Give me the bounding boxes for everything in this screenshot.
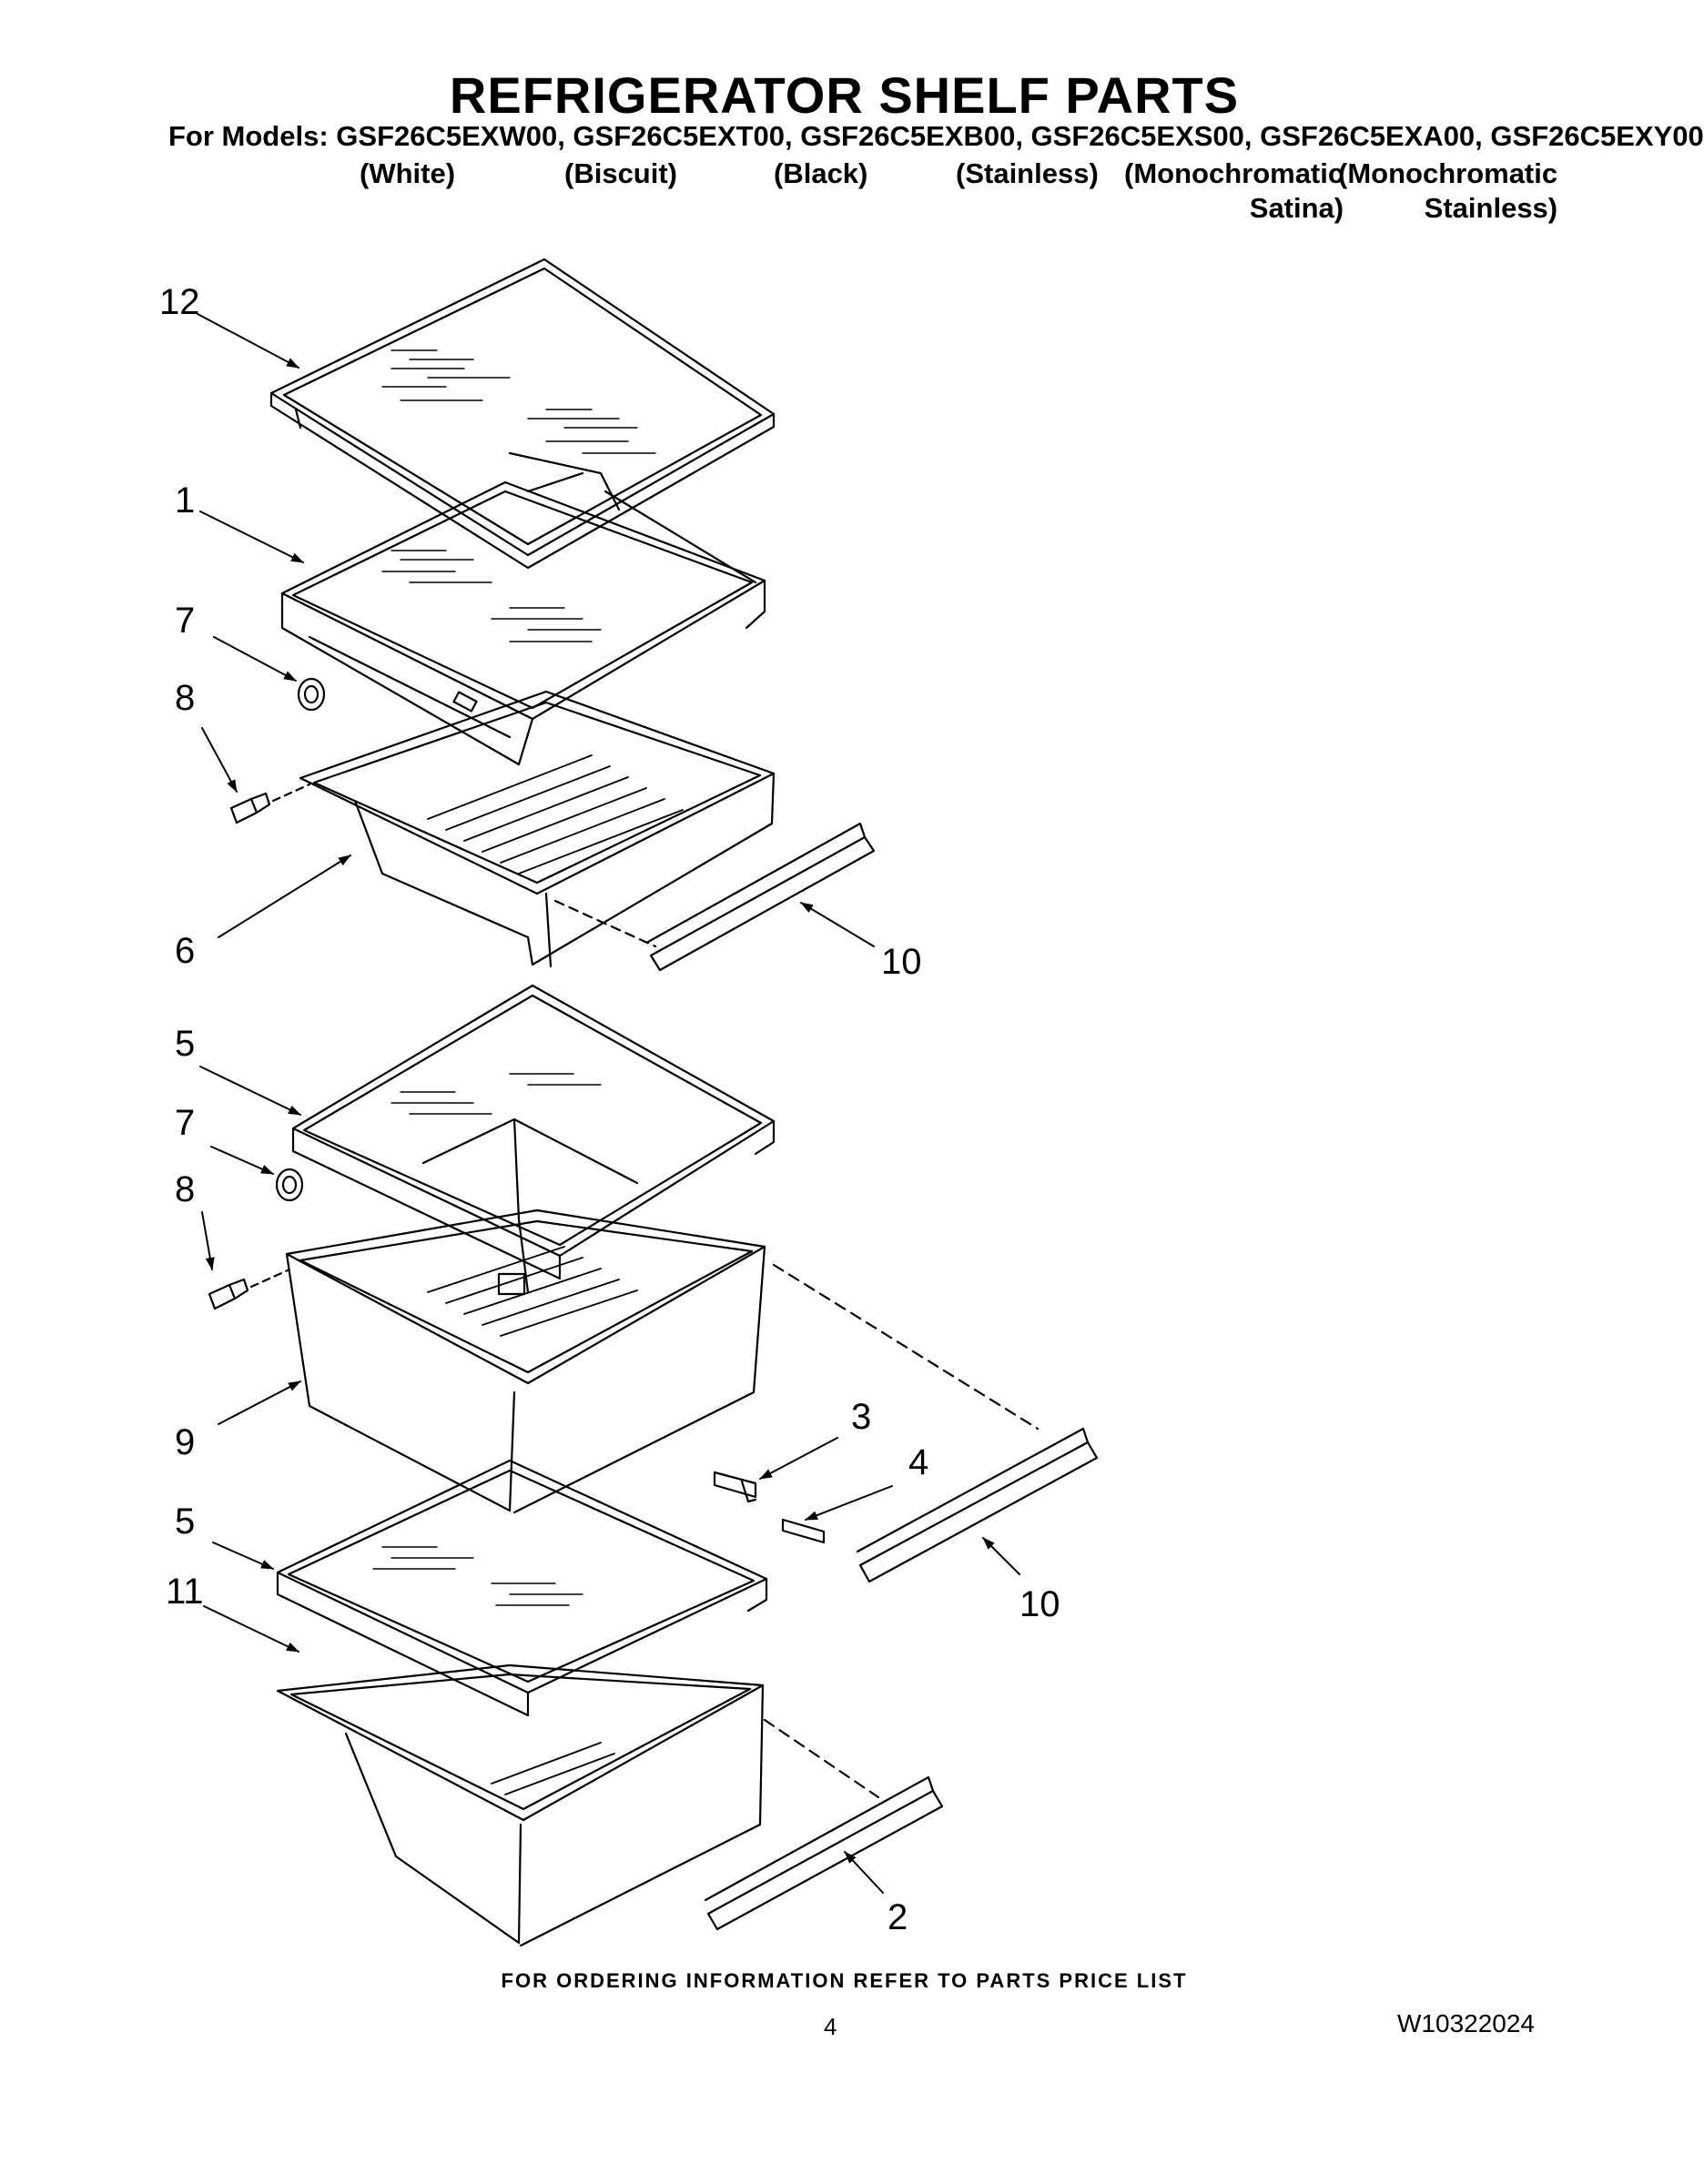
shelf-part-5-lower (276, 1459, 768, 1717)
callout-5-lower: 5 (175, 1502, 195, 1542)
callout-7-lower: 7 (175, 1103, 195, 1143)
trim-part-10-lower (856, 1427, 1099, 1583)
leader-lines (197, 313, 1020, 1894)
bearing-part-7-lower (275, 1168, 304, 1202)
callout-4: 4 (908, 1442, 928, 1482)
callout-11: 11 (166, 1572, 204, 1612)
callout-2: 2 (888, 1897, 908, 1937)
callout-12: 12 (159, 282, 200, 322)
callout-8-upper: 8 (175, 678, 195, 718)
drawer-part-9 (285, 1208, 1040, 1514)
trim-part-10-upper (646, 822, 876, 972)
callout-5-upper: 5 (175, 1024, 195, 1064)
shelf-part-5-upper (291, 984, 776, 1296)
callout-10-upper: 10 (881, 942, 922, 982)
callout-8-lower: 8 (175, 1169, 195, 1209)
page-title: REFRIGERATOR SHELF PARTS (449, 66, 1240, 124)
page-number: 4 (824, 2013, 837, 2040)
pin-part-8-upper (229, 783, 311, 824)
callout-9: 9 (175, 1422, 195, 1462)
drawer-part-6 (299, 690, 776, 968)
variant-black: (Black) (774, 157, 868, 189)
pin-part-8-lower (208, 1269, 289, 1310)
variant-stainless: (Stainless) (956, 157, 1099, 189)
shelf-part-12 (269, 258, 776, 570)
clip-part-3 (713, 1471, 757, 1503)
variant-white: (White) (360, 157, 456, 189)
models-line: For Models: GSF26C5EXW00, GSF26C5EXT00, … (168, 120, 1704, 152)
shelf-part-1 (280, 451, 766, 766)
callout-10-lower: 10 (1019, 1584, 1060, 1624)
callout-6: 6 (175, 931, 195, 971)
callout-1: 1 (175, 480, 195, 521)
document-number: W10322024 (1397, 2009, 1536, 2037)
drawer-part-11 (276, 1663, 880, 1947)
callout-7-upper: 7 (175, 601, 195, 641)
bearing-part-7-upper (297, 677, 326, 712)
variant-biscuit: (Biscuit) (564, 157, 677, 189)
ordering-note: FOR ORDERING INFORMATION REFER TO PARTS … (501, 1969, 1188, 1992)
callout-3: 3 (851, 1397, 871, 1437)
clip-part-4 (781, 1518, 826, 1544)
trim-part-2 (704, 1775, 944, 1931)
